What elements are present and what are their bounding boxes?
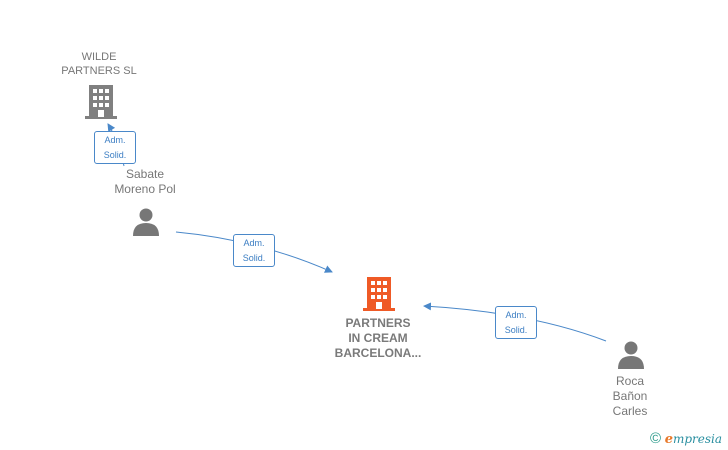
edge-badge-line2: Solid. <box>504 325 528 335</box>
node-label-wilde-partners: WILDE PARTNERS SL <box>61 51 137 77</box>
edge-badge-sabate-partners[interactable]: Adm. Solid. <box>233 234 275 267</box>
building-icon-main[interactable] <box>362 276 396 312</box>
edge-badge-roca-partners[interactable]: Adm. Solid. <box>495 306 537 339</box>
footer-watermark: © empresia <box>650 430 722 447</box>
edge-badge-line2: Solid. <box>242 253 266 263</box>
node-label-sabate-moreno-pol: Sabate Moreno Pol <box>114 167 176 196</box>
brand-logo-e: e <box>664 432 673 447</box>
person-icon-roca[interactable] <box>616 340 646 370</box>
edge-badge-line1: Adm. <box>505 310 527 320</box>
node-label-partners-in-cream: PARTNERS IN CREAM BARCELONA... <box>334 316 422 360</box>
person-icon[interactable] <box>131 207 161 237</box>
node-label-roca-banon-carles: Roca Bañon Carles <box>612 374 648 418</box>
edge-badge-line1: Adm. <box>243 238 265 248</box>
building-icon[interactable] <box>84 84 118 120</box>
edge-badge-sabate-wilde[interactable]: Adm. Solid. <box>94 131 136 164</box>
edge-badge-line2: Solid. <box>103 150 127 160</box>
edge-badge-line1: Adm. <box>104 135 126 145</box>
brand-logo-text: mpresia <box>672 432 723 446</box>
copyright-icon: © <box>650 430 662 447</box>
